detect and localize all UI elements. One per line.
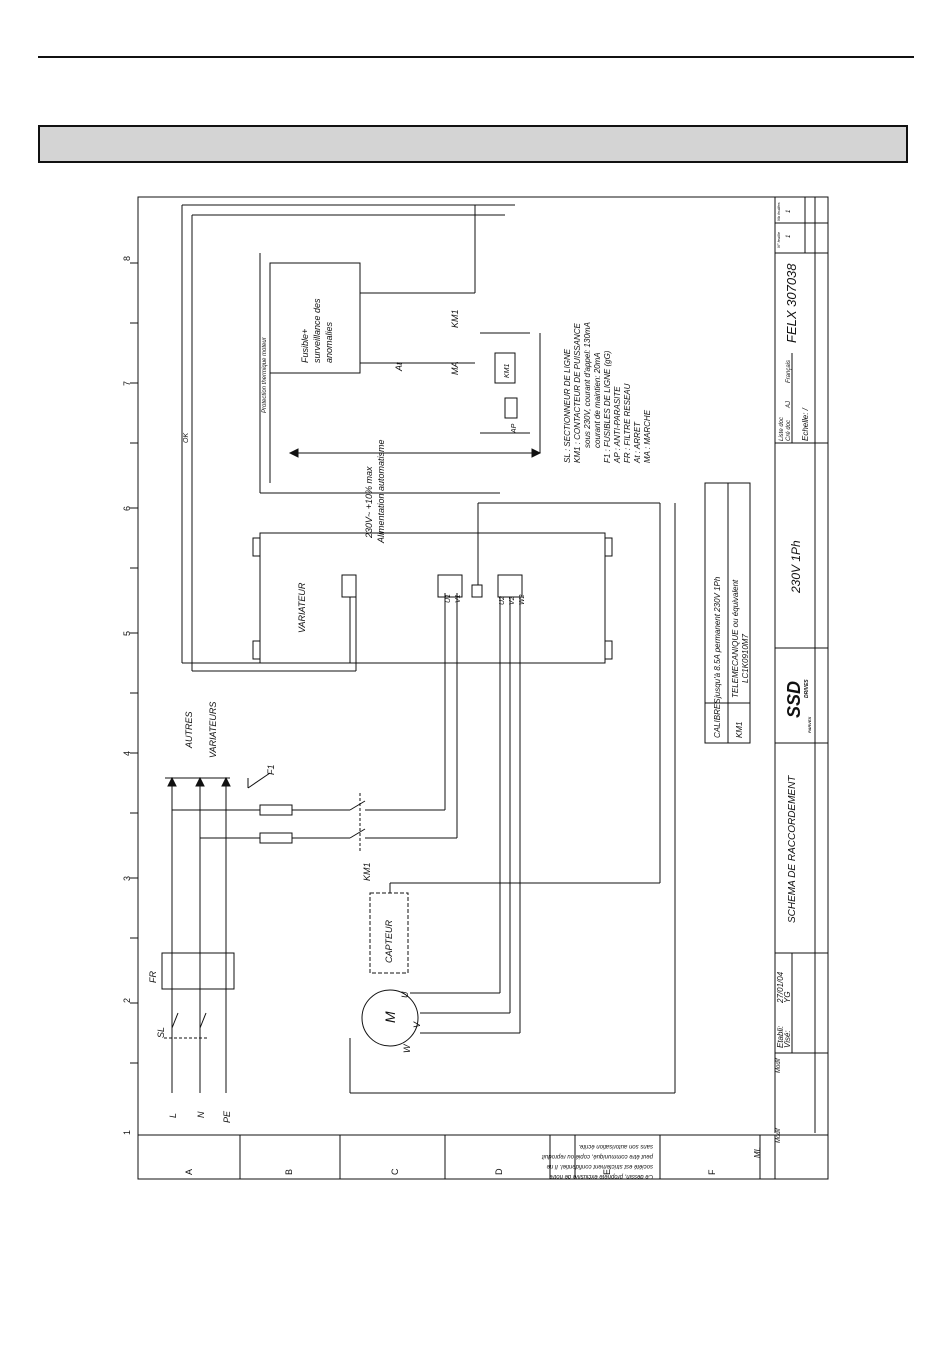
- label-v2: V2: [509, 596, 516, 605]
- calibres-range: jusqu'à 8.5A permanent 230V 1Ph: [713, 576, 722, 699]
- capteur-box: [369, 892, 409, 974]
- label-fuse-3: anomalies: [324, 321, 334, 363]
- label-variateur: VARIATEUR: [297, 582, 307, 633]
- legend-1: SL : SECTIONNEUR DE LIGNE: [563, 348, 572, 463]
- calibres-model-1: TELEMECANIQUE ou équivalent: [731, 579, 740, 698]
- legend-4: courant de maintien: 20mA: [593, 352, 602, 448]
- label-motor-u: U: [400, 991, 410, 998]
- title-doc-number: FELX 307038: [784, 263, 799, 343]
- legend-8: At : ARRET: [633, 421, 642, 464]
- header-banner: [38, 125, 908, 163]
- wiring-diagram: 1 2 3 4 5 6 7 8 A B C D E F L N PE SL FR…: [122, 196, 829, 1180]
- km1-coil: [494, 352, 516, 384]
- title-lang: Français: [786, 360, 792, 383]
- folio-val-2: 1: [786, 210, 792, 213]
- logo-parvex: PARVEX: [807, 717, 812, 733]
- legend-3: sous 230V, courant d'appel: 130mA: [583, 322, 592, 448]
- variateur-box: [259, 532, 606, 664]
- title-ml: ML: [753, 1147, 762, 1158]
- fuse-surveillance-box: [269, 262, 361, 374]
- label-variateurs: VARIATEURS: [208, 702, 218, 758]
- label-thermal: Protection thermique moteur: [262, 336, 268, 413]
- label-ma: MA: [450, 362, 460, 376]
- col-3: 3: [122, 876, 132, 881]
- label-v1: V1: [455, 594, 462, 603]
- label-fr: FR: [148, 971, 158, 983]
- label-fuse-1: Fusible+: [300, 329, 310, 363]
- label-pe: PE: [222, 1110, 232, 1123]
- folio-val-1: 1: [786, 235, 792, 238]
- calibres-km1: KM1: [735, 722, 744, 738]
- label-l: L: [168, 1113, 178, 1118]
- title-modif-1: Modif: [776, 1057, 782, 1073]
- label-f1: F1: [266, 764, 276, 775]
- label-ap: AP: [511, 423, 518, 434]
- supply-note-2: Alimentation automatisme: [376, 439, 386, 544]
- label-ok: OK: [183, 433, 190, 443]
- row-b: B: [284, 1169, 294, 1175]
- label-u1: U1: [445, 594, 452, 603]
- filter-fr: [161, 952, 235, 990]
- disclaimer-1: Ce dessin, propriété exclusive de notre: [549, 1173, 653, 1179]
- folio-hdr-2: Nb feuilles: [776, 202, 781, 221]
- col-2: 2: [122, 998, 132, 1003]
- row-f: F: [707, 1169, 717, 1175]
- label-km1: KM1: [362, 862, 372, 881]
- label-motor-v: V: [412, 1021, 422, 1028]
- label-n: N: [196, 1111, 206, 1118]
- col-5: 5: [122, 631, 132, 636]
- title-vise: Visé:: [783, 1030, 792, 1048]
- title-sub: 230V 1Ph: [789, 540, 803, 594]
- title-echelle: Echelle: /: [801, 407, 810, 441]
- legend-7: FR : FILTRE RESEAU: [623, 383, 632, 463]
- label-at: At: [394, 362, 404, 372]
- legend-6: AP : ANTI-PARASITE: [613, 386, 622, 464]
- fuse-f1-a: [259, 804, 293, 816]
- col-6: 6: [122, 506, 132, 511]
- label-u2: U2: [499, 596, 506, 605]
- label-fuse-2: surveillance des: [312, 298, 322, 363]
- legend-9: MA : MARCHE: [643, 409, 652, 463]
- legend-2: KM1 : CONTACTEUR DE PUISSANCE: [573, 322, 582, 463]
- row-d: D: [494, 1168, 504, 1175]
- calibres-model-2: LC1K0910M7: [741, 634, 750, 683]
- label-motor-m: M: [382, 1011, 398, 1023]
- title-modif-2: Modif: [776, 1127, 782, 1143]
- supply-note-1: 230V~ +10% max: [364, 466, 374, 539]
- row-a: A: [184, 1169, 194, 1175]
- title-cre-doc-val: AJ: [786, 400, 792, 409]
- label-autres: AUTRES: [184, 711, 194, 749]
- title-cre-doc: Cré doc: [786, 420, 792, 441]
- disclaimer-2: société est strictement confidentiel. Il…: [546, 1163, 653, 1169]
- disclaimer-4: sans son autorisation écrite.: [578, 1143, 653, 1149]
- disclaimer-3: peut être communiqué, copié ou reproduit: [542, 1153, 654, 1159]
- title-date: 27/01/04: [776, 971, 785, 1004]
- drawing-frame: [137, 196, 829, 1180]
- logo-ssd: SSD: [784, 681, 804, 718]
- label-sl: SL: [156, 1027, 166, 1038]
- motor-m: [361, 989, 419, 1047]
- row-e: E: [602, 1169, 612, 1175]
- logo-drives: DRIVES: [804, 679, 810, 698]
- title-vise-by: YG: [783, 991, 792, 1003]
- calibres-header: CALIBRES: [713, 698, 722, 738]
- label-km1-contact: KM1: [450, 309, 460, 328]
- col-1: 1: [122, 1130, 132, 1135]
- row-c: C: [390, 1168, 400, 1175]
- label-km1-coil: KM1: [504, 364, 511, 379]
- title-etabli: Etabli:: [776, 1026, 785, 1048]
- fuse-f1-b: [259, 832, 293, 844]
- col-7: 7: [122, 381, 132, 386]
- col-8: 8: [122, 256, 132, 261]
- label-w2: W2: [519, 594, 526, 605]
- title-liste-doc: Liste doc: [779, 417, 785, 441]
- label-motor-w: W: [402, 1043, 412, 1053]
- header-rule: [38, 56, 914, 58]
- anti-parasite: [504, 397, 518, 419]
- folio-hdr-1: N° feuille: [776, 231, 781, 248]
- label-capteur: CAPTEUR: [384, 919, 394, 963]
- legend-5: F1 : FUSIBLES DE LIGNE (gG): [603, 350, 612, 463]
- col-4: 4: [122, 751, 132, 756]
- title-main: SCHEMA DE RACCORDEMENT: [787, 775, 798, 923]
